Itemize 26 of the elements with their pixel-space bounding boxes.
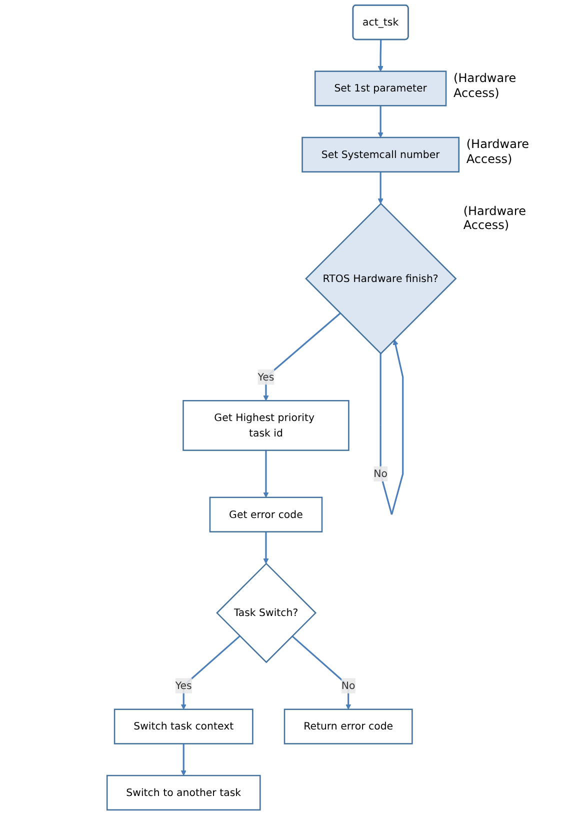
arrow xyxy=(377,172,383,204)
arrow xyxy=(262,312,340,401)
node-box: Set Systemcall number xyxy=(301,136,460,172)
arrow xyxy=(377,106,383,138)
arrow xyxy=(180,635,240,710)
node-box: Set 1st parameter xyxy=(314,70,446,106)
annotation-text: (Hardware Access) xyxy=(454,71,518,100)
node-box: Return error code xyxy=(283,708,412,744)
node-diamond: RTOS Hardware finish? xyxy=(304,202,456,354)
edge-label: Yes xyxy=(174,679,192,692)
arrow xyxy=(180,744,186,776)
edge-label: No xyxy=(340,679,355,692)
annotation-text: (Hardware Access) xyxy=(466,137,530,166)
arrow xyxy=(377,40,383,72)
node-box: Switch task context xyxy=(113,708,253,744)
node-diamond: Task Switch? xyxy=(216,562,316,664)
arrow xyxy=(262,450,268,498)
annotation-text: (Hardware Access) xyxy=(463,204,527,232)
edge-label: No xyxy=(373,467,388,480)
node-box: Get error code xyxy=(208,496,322,532)
arrow xyxy=(262,532,268,564)
arrow xyxy=(291,635,351,710)
arrow xyxy=(379,339,404,515)
edge-label: Yes xyxy=(257,370,274,383)
node-box: Switch to another task xyxy=(106,774,260,811)
node-box: Get Highest priority task id xyxy=(182,400,349,451)
